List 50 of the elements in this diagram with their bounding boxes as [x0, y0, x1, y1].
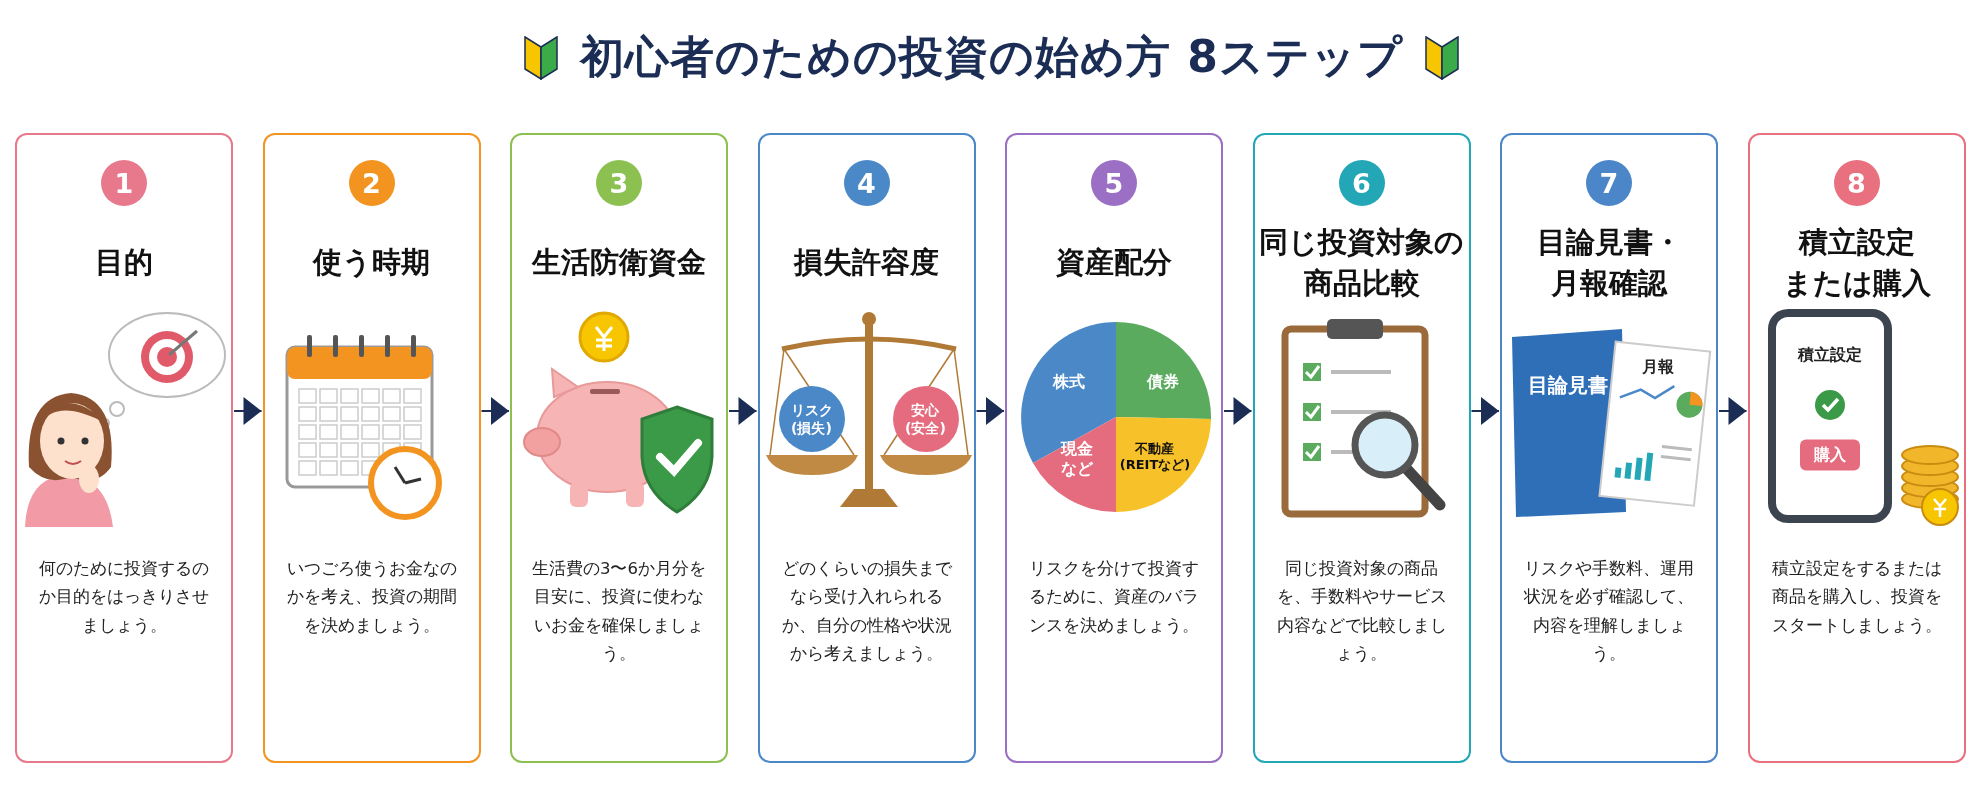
step-arrow [975, 397, 1005, 425]
diagram-title: 初心者のための投資の始め方 8ステップ [580, 30, 1403, 84]
document-label: 月報 [1642, 357, 1674, 377]
slice-label: 現金など [1061, 439, 1093, 479]
buy-button: 購入 [1799, 439, 1860, 471]
step-description: リスクや手数料、運用状況を必ず確認して、内容を理解しましょう。 [1523, 558, 1695, 666]
weight-label: 安心(安全) [892, 386, 959, 452]
step-card [1747, 133, 1966, 763]
step-title: 使う時期 [313, 244, 430, 282]
step-card [510, 133, 728, 763]
step-description: 同じ投資対象の商品を、手数料やサービス内容などで比較しましょう。 [1275, 558, 1448, 666]
step-arrow [1470, 397, 1500, 425]
step-number-badge: 8 [1833, 160, 1880, 206]
step-card [1500, 133, 1718, 763]
step-description: 何のために投資するのか目的をはっきりさせましょう。 [38, 558, 210, 637]
step-description: どのくらいの損失までなら受け入れられるか、自分の性格や状況から考えましょう。 [780, 558, 953, 666]
document-label: 目論見書 [1528, 372, 1608, 398]
step-arrow [1718, 397, 1748, 425]
step-arrow [1223, 397, 1253, 425]
step-arrow [480, 397, 510, 425]
step-description: いつごろ使うお金なのかを考え、投資の期間を決めましょう。 [285, 558, 458, 637]
step-title: 積立設定または購入 [1782, 223, 1931, 302]
step-number-badge: 3 [596, 160, 642, 206]
slice-label: 株式 [1053, 372, 1085, 392]
weight-label: リスク(損失) [778, 386, 845, 452]
step-title: 同じ投資対象の商品比較 [1259, 223, 1464, 302]
step-title: 目論見書・月報確認 [1536, 223, 1682, 302]
step-card [1005, 133, 1223, 763]
step-card [1252, 133, 1471, 763]
step-number-badge: 4 [843, 160, 890, 206]
step-arrow [233, 397, 263, 425]
step-description: 生活費の3〜6か月分を目安に、投資に使わないお金を確保しましょう。 [531, 558, 707, 666]
step-card [262, 133, 481, 763]
step-number-badge: 1 [101, 160, 147, 206]
step-title: 資産配分 [1056, 244, 1172, 282]
step-title: 損失許容度 [794, 244, 939, 282]
slice-label: 債券 [1147, 372, 1179, 392]
step-number-badge: 6 [1338, 160, 1385, 206]
step-number-badge: 2 [348, 160, 395, 206]
slice-label: 不動産(REITなど) [1119, 440, 1191, 474]
step-description: リスクを分けて投資するために、資産のバランスを決めましょう。 [1028, 558, 1200, 637]
step-card [15, 133, 233, 763]
document-label: 積立設定 [1797, 345, 1862, 365]
step-title: 生活防衛資金 [532, 244, 706, 282]
step-number-badge: 5 [1091, 160, 1137, 206]
step-arrow [728, 397, 758, 425]
step-description: 積立設定をするまたは商品を購入し、投資をスタートしましょう。 [1770, 558, 1943, 637]
step-number-badge: 7 [1586, 160, 1632, 206]
step-card [757, 133, 976, 763]
step-title: 目的 [95, 244, 153, 282]
